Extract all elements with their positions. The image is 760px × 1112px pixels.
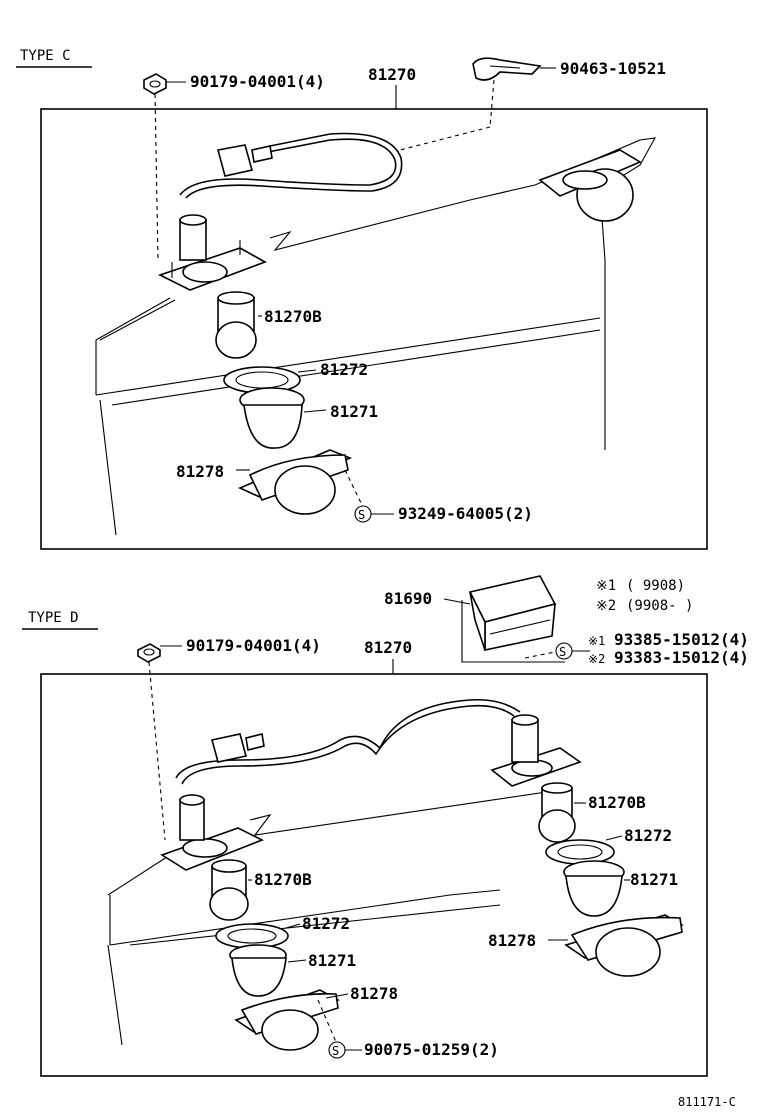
type-d-left-socket [160,794,264,871]
cover-screw2-label: 93383-15012(4) [614,648,749,667]
type-c-gasket-label: 81272 [320,360,368,379]
type-c-right-lamp [538,149,642,222]
cover-icon [468,575,557,651]
cover-screw-symbol: S [559,645,566,659]
type-d-left-bulb-label: 81270B [254,870,312,889]
type-c-frame [40,108,708,550]
type-d-wire-harness [175,698,521,779]
type-d-left-bulb-icon [209,859,249,921]
type-c-housing-label: 81278 [176,462,224,481]
cover-screw1-label: 93385-15012(4) [614,630,749,649]
type-d-section: TYPE D 90179-04001(4) 81270 [22,610,708,1077]
type-d-right-socket [490,714,582,787]
cover-screw1-mark: ※1 [588,634,605,648]
type-d-right-bulb-label: 81270B [588,793,646,812]
type-d-right-bulb-icon [538,782,576,843]
type-d-screw-label: 90075-01259(2) [364,1040,499,1059]
cover-note1-mark: ※1 [596,578,616,594]
cover-note2-mark: ※2 [596,598,616,614]
type-d-left-lens-icon [229,944,287,997]
type-c-screw-symbol: S [358,508,365,522]
type-d-title: TYPE D [28,610,79,626]
type-d-left-housing-label: 81278 [350,984,398,1003]
type-d-right-lens-label: 81271 [630,870,678,889]
type-d-nut-icon [137,643,161,663]
type-d-left-gasket-label: 81272 [302,914,350,933]
type-d-body-panel [107,789,561,1046]
type-d-left-gasket-icon [215,923,289,949]
type-d-right-housing-icon [564,914,684,977]
type-c-bulb-label: 81270B [264,307,322,326]
type-d-left-housing-icon [234,989,340,1051]
type-c-bulb-icon [215,291,257,359]
type-c-nut-icon [143,73,167,95]
type-c-lens-icon [239,387,305,449]
type-d-frame [40,673,708,1077]
type-d-assembly-label: 81270 [364,638,412,657]
type-d-right-lens-icon [563,860,625,917]
type-c-section: TYPE C 90179-04001(4) 81270 90463-10521 [16,48,708,550]
cover-note2-range: (9908- ) [626,598,693,614]
type-d-connector-icon [211,733,247,763]
type-c-clip-label: 90463-10521 [560,59,666,78]
type-c-lamp-socket [157,214,267,291]
cover-screw2-mark: ※2 [588,652,605,666]
type-c-nut-label: 90179-04001(4) [190,72,325,91]
type-d-screw-symbol: S [332,1044,339,1058]
diagram-code: 811171-C [678,1095,736,1109]
cover-part-label: 81690 [384,589,432,608]
type-c-screw-label: 93249-64005(2) [398,504,533,523]
cover-note1-range: ( 9908) [626,578,685,594]
type-c-assembly-label: 81270 [368,65,416,84]
type-c-housing-icon [238,449,353,515]
type-c-lens-label: 81271 [330,402,378,421]
type-c-body-panel [95,137,657,536]
type-d-left-lens-label: 81271 [308,951,356,970]
type-d-right-gasket-label: 81272 [624,826,672,845]
type-c-connector-icon [217,144,253,177]
type-d-right-housing-label: 81278 [488,931,536,950]
cover-section: 81690 ※1 ( 9908) ※2 (9908- ) S ※1 93385-… [384,575,749,667]
type-c-clip-icon [472,57,542,81]
type-d-nut-label: 90179-04001(4) [186,636,321,655]
type-c-wire-harness [179,138,397,196]
type-d-right-gasket-icon [545,839,615,865]
type-c-title: TYPE C [20,48,71,64]
